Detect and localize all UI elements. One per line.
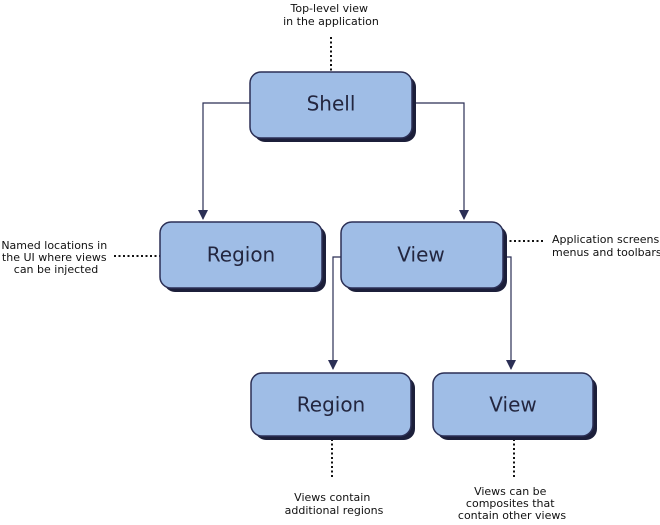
region-top-label: Region — [207, 243, 275, 267]
shell-note: Top-level view in the application — [283, 2, 379, 28]
shell-node[interactable]: Shell — [249, 71, 416, 142]
region-bottom-note: Views contain additional regions — [285, 491, 384, 517]
region-node-bottom[interactable]: Region — [250, 372, 415, 440]
view-node-bottom[interactable]: View — [432, 372, 597, 440]
region-note: Named locations in the UI where views ca… — [1, 239, 110, 276]
connector-view-to-region — [328, 256, 341, 370]
region-bottom-label: Region — [297, 393, 365, 417]
connector-shell-to-view — [412, 102, 469, 220]
connector-shell-to-region — [198, 102, 250, 220]
view-node-top[interactable]: View — [340, 221, 507, 292]
view-bottom-note: Views can be composites that contain oth… — [458, 485, 566, 522]
region-node-top[interactable]: Region — [159, 221, 326, 292]
view-note: Application screens, menus and toolbars — [552, 233, 660, 259]
view-bottom-label: View — [489, 393, 536, 417]
shell-label: Shell — [307, 92, 356, 116]
view-top-label: View — [397, 243, 444, 267]
